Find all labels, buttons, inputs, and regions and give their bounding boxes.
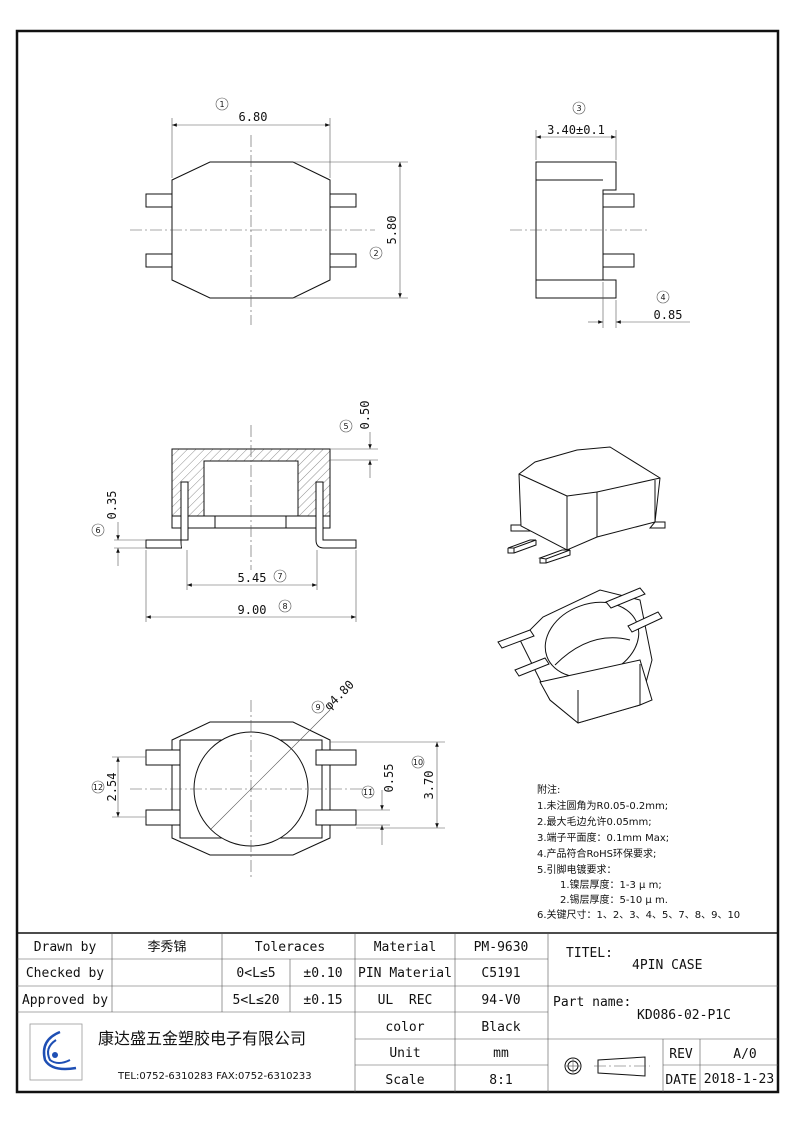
dimensions-d9-value: φ4.80 (321, 677, 356, 712)
svg-text:7: 7 (277, 572, 282, 581)
title-block-tol-value-1: ±0.10 (303, 966, 342, 981)
title-block-drawn-by-label: Drawn by (34, 940, 97, 955)
side-view (510, 130, 690, 328)
dimensions-d10-value: 3.70 (422, 771, 436, 800)
svg-text:10: 10 (413, 758, 423, 767)
bottom-view (112, 700, 445, 880)
title-block-scale: 8:1 (489, 1073, 512, 1088)
title-block-scale-label: Scale (385, 1073, 424, 1088)
dimensions-d11-value: 0.55 (382, 764, 396, 793)
title-block-checked-by-label: Checked by (26, 966, 104, 981)
title-block-ul-label: UL REC (378, 993, 433, 1008)
title-block-title-label: TITEL: (566, 946, 613, 961)
svg-text:4: 4 (660, 293, 665, 302)
title-block-color-label: color (385, 1020, 424, 1035)
title-block-part-name-label: Part name: (553, 995, 631, 1010)
dim-7: 7 5.45 (238, 569, 287, 585)
title-block-approved-by-label: Approved by (22, 993, 108, 1008)
company-logo (29, 1023, 83, 1081)
title-block-date: 2018-1-23 (704, 1072, 774, 1087)
svg-text:3: 3 (576, 104, 581, 113)
notes: 附注: 1.未注圆角为R0.05-0.2mm; 2.最大毛边允许0.05mm; … (537, 783, 740, 921)
dimensions-d4-value: 0.85 (654, 308, 683, 322)
title-block-tolerances-label: Toleraces (255, 940, 325, 955)
top-view (130, 118, 408, 325)
title-block-pin-material: C5191 (481, 966, 520, 981)
company-contact: TEL:0752-6310283 FAX:0752-6310233 (117, 1071, 312, 1082)
notes-items-5: 1.镍层厚度：1-3 μ m; (560, 878, 662, 891)
title-block-material: PM-9630 (474, 940, 529, 955)
svg-text:11: 11 (363, 788, 373, 797)
isometric-view-top (507, 446, 666, 564)
title-block-unit: mm (493, 1046, 509, 1061)
svg-text:8: 8 (282, 602, 287, 611)
notes-items-2: 3.端子平面度：0.1mm Max; (537, 831, 669, 844)
notes-items-3: 4.产品符合RoHS环保要求; (537, 847, 656, 860)
svg-text:1: 1 (219, 100, 224, 109)
dim-12: 12 2.54 (91, 773, 119, 802)
dim-1: 1 6.80 (215, 97, 268, 124)
title-block-date-label: DATE (665, 1073, 696, 1088)
title-block-material-label: Material (374, 940, 437, 955)
dim-3: 3 3.40±0.1 (547, 101, 605, 137)
title-block-pin-material-label: PIN Material (358, 966, 452, 981)
dimensions-d1-value: 6.80 (239, 110, 268, 124)
dimensions-d5-value: 0.50 (358, 401, 372, 430)
dim-4: 4 0.85 (654, 290, 683, 322)
section-view (114, 425, 378, 622)
dimensions-d7-value: 5.45 (238, 571, 267, 585)
svg-text:12: 12 (93, 783, 103, 792)
svg-text:5: 5 (343, 422, 348, 431)
projection-symbol (564, 1056, 650, 1077)
dim-11: 11 0.55 (361, 764, 396, 799)
isometric-view-bottom (497, 587, 663, 724)
title-block: Drawn by 李秀锦 Toleraces Checked by 0<L≤5 … (17, 932, 778, 1092)
dimensions-d6-value: 0.35 (105, 491, 119, 520)
dim-10: 10 3.70 (411, 755, 436, 800)
notes-items-1: 2.最大毛边允许0.05mm; (537, 815, 652, 828)
title-block-rev: A/0 (733, 1047, 756, 1062)
title-block-tol-value-2: ±0.15 (303, 993, 342, 1008)
title-block-tol-range-2: 5<L≤20 (233, 993, 280, 1008)
dim-2: 2 5.80 (369, 216, 399, 260)
dim-6: 6 0.35 (91, 491, 119, 537)
dim-5: 5 0.50 (339, 401, 372, 433)
sheet-frame (15, 29, 780, 1094)
notes-items-4: 5.引脚电镀要求： (537, 863, 617, 876)
title-block-unit-label: Unit (389, 1046, 420, 1061)
svg-text:9: 9 (315, 703, 320, 712)
notes-title: 附注: (537, 783, 560, 796)
svg-text:6: 6 (95, 526, 100, 535)
notes-items-7: 6.关键尺寸：1、2、3、4、5、7、8、9、10 (537, 908, 740, 921)
dimensions-d12-value: 2.54 (105, 773, 119, 802)
title-block-color: Black (481, 1020, 520, 1035)
dimensions-d3-value: 3.40±0.1 (547, 123, 605, 137)
dimensions-d8-value: 9.00 (238, 603, 267, 617)
company-name: 康达盛五金塑胶电子有限公司 (98, 1029, 306, 1048)
svg-text:2: 2 (373, 249, 378, 258)
notes-items-0: 1.未注圆角为R0.05-0.2mm; (537, 799, 668, 812)
title-block-drawn-by: 李秀锦 (147, 940, 186, 955)
dim-9: 9 φ4.80 (311, 677, 357, 714)
part-name: KD086-02-P1C (637, 1008, 731, 1023)
notes-items-6: 2.锡层厚度：5-10 μ m. (560, 893, 668, 906)
title-block-ul: 94-V0 (481, 993, 520, 1008)
title-block-rev-label: REV (669, 1047, 693, 1062)
dimensions-d2-value: 5.80 (385, 216, 399, 245)
title-block-tol-range-1: 0<L≤5 (236, 966, 275, 981)
dim-8: 8 9.00 (238, 599, 292, 617)
drawing-title: 4PIN CASE (632, 958, 702, 973)
